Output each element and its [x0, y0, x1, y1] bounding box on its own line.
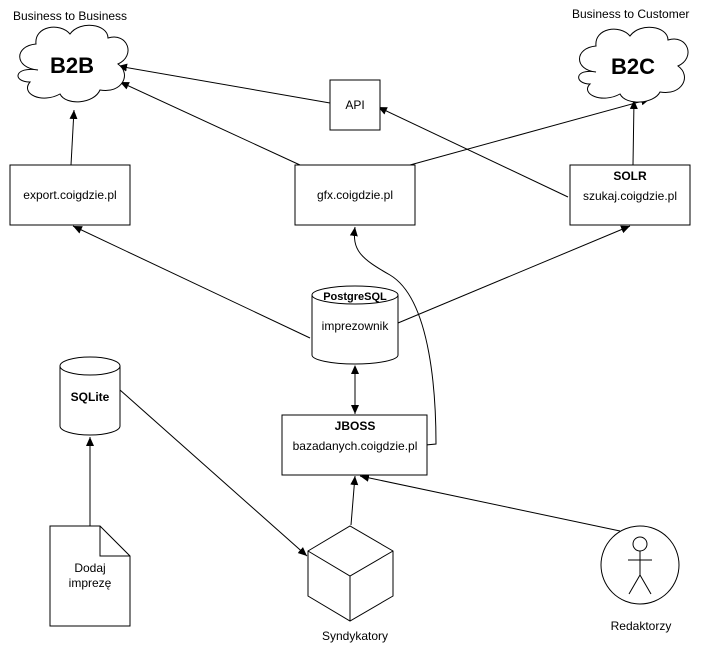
edge-gfx-to-b2b	[119, 81, 301, 166]
edge-postgres-to-export	[72, 225, 311, 339]
edge-redaktorzy-to-jboss	[359, 473, 621, 532]
postgres-database: PostgreSQL imprezownik	[311, 285, 399, 365]
actor-head-icon	[632, 536, 648, 552]
edge-sqlite-to-syndykatory	[119, 389, 308, 557]
syndykatory-label: Syndykatory	[322, 629, 388, 643]
solr-box-title: SOLR	[613, 169, 647, 183]
gfx-box-label: gfx.coigdzie.pl	[317, 188, 393, 202]
edges	[69, 63, 651, 557]
postgres-title: PostgreSQL	[323, 291, 387, 303]
document-line-1: Dodaj	[74, 561, 105, 575]
solr-box-label: szukaj.coigdzie.pl	[583, 189, 677, 203]
sqlite-database: SQLite	[59, 356, 121, 436]
gfx-box: gfx.coigdzie.pl	[294, 164, 416, 226]
syndykatory-cube: Syndykatory	[307, 525, 394, 643]
solr-box: SOLR szukaj.coigdzie.pl	[569, 164, 691, 226]
jboss-box-label: bazadanych.coigdzie.pl	[293, 439, 418, 453]
edge-gfx-to-b2c	[409, 97, 651, 166]
redaktorzy-label: Redaktorzy	[611, 619, 672, 633]
redaktorzy-actor: Redaktorzy	[600, 525, 680, 633]
export-box: export.coigdzie.pl	[9, 164, 131, 226]
edge-api-to-b2b	[117, 63, 331, 104]
api-box: API	[329, 79, 381, 131]
jboss-box: JBOSS bazadanych.coigdzie.pl	[281, 414, 428, 476]
edge-solr-to-api	[377, 106, 569, 198]
heading-b2c: Business to Customer	[572, 7, 689, 21]
edge-jboss-to-gfx	[349, 226, 437, 447]
document-line-2: imprezę	[69, 576, 112, 590]
export-box-label: export.coigdzie.pl	[23, 188, 116, 202]
cloud-b2c: B2C	[578, 26, 689, 103]
jboss-box-title: JBOSS	[335, 419, 376, 433]
api-box-label: API	[345, 98, 364, 112]
edge-syndykatory-to-jboss	[350, 475, 359, 526]
heading-b2b: Business to Business	[13, 9, 127, 23]
postgres-label: imprezownik	[322, 319, 390, 333]
edge-postgres-to-solr	[397, 225, 631, 324]
document-dodaj-impreze: Dodaj imprezę	[49, 525, 131, 627]
sqlite-title: SQLite	[71, 390, 110, 404]
cloud-b2b-label: B2B	[50, 53, 94, 78]
cloud-b2c-label: B2C	[611, 54, 655, 79]
edge-solr-to-b2c	[629, 99, 638, 166]
cloud-b2b: B2B	[17, 24, 129, 103]
edge-export-to-b2b	[69, 109, 78, 166]
